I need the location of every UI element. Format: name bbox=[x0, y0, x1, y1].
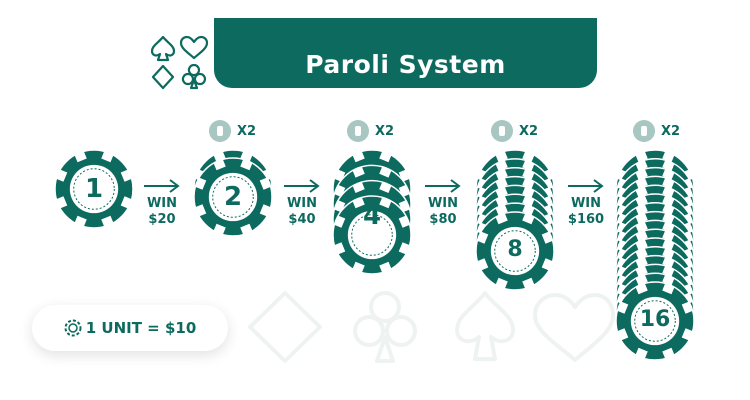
multiplier-badge: X2 bbox=[633, 120, 680, 142]
page-title: Paroli System bbox=[305, 50, 506, 79]
chip-value: 16 bbox=[639, 307, 671, 332]
coin-icon bbox=[491, 120, 513, 142]
win-label: WIN bbox=[286, 196, 318, 211]
chip-stack: 4 bbox=[332, 149, 412, 275]
win-amount: $160 bbox=[567, 212, 605, 227]
arrow-right-icon bbox=[425, 179, 461, 193]
chip-face bbox=[475, 211, 555, 291]
multiplier-label: X2 bbox=[237, 123, 257, 139]
multiplier-badge: X2 bbox=[209, 120, 256, 142]
unit-value-badge: 1 UNIT = $10 bbox=[32, 305, 228, 351]
spade-icon bbox=[455, 291, 515, 361]
chip-stack: 8 bbox=[475, 149, 555, 291]
title-banner: Paroli System bbox=[214, 18, 597, 88]
win-amount: $40 bbox=[288, 212, 316, 227]
win-label: WIN bbox=[146, 196, 178, 211]
win-step: WIN $80 bbox=[418, 178, 468, 228]
chip-stack: 2 bbox=[193, 149, 273, 237]
multiplier-badge: X2 bbox=[491, 120, 538, 142]
win-label: WIN bbox=[427, 196, 459, 211]
coin-icon bbox=[209, 120, 231, 142]
multiplier-badge: X2 bbox=[347, 120, 394, 142]
chip-face bbox=[193, 157, 273, 237]
win-label: WIN bbox=[570, 196, 602, 211]
chip-value: 1 bbox=[84, 174, 104, 204]
win-step: WIN $160 bbox=[558, 178, 614, 228]
chip-icon bbox=[64, 319, 82, 337]
chip-value: 2 bbox=[223, 182, 243, 212]
chip-stack: 16 bbox=[615, 149, 695, 361]
heart-icon bbox=[179, 35, 209, 60]
background-suit-watermarks bbox=[248, 291, 615, 363]
win-step: WIN $20 bbox=[137, 178, 187, 228]
coin-icon bbox=[347, 120, 369, 142]
arrow-right-icon bbox=[284, 179, 320, 193]
spade-icon bbox=[150, 35, 176, 62]
win-amount: $20 bbox=[148, 212, 176, 227]
arrow-right-icon bbox=[144, 179, 180, 193]
chip-value: 8 bbox=[507, 237, 523, 262]
arrow-right-icon bbox=[568, 179, 604, 193]
club-icon bbox=[181, 63, 207, 90]
suit-icons bbox=[150, 35, 209, 90]
multiplier-label: X2 bbox=[661, 123, 681, 139]
win-step: WIN $40 bbox=[277, 178, 327, 228]
chip-face bbox=[54, 149, 134, 229]
multiplier-label: X2 bbox=[519, 123, 539, 139]
chip-face bbox=[615, 281, 695, 361]
chip-stack: 1 bbox=[54, 149, 134, 229]
coin-icon bbox=[633, 120, 655, 142]
multiplier-label: X2 bbox=[375, 123, 395, 139]
diamond-icon bbox=[248, 291, 322, 363]
club-icon bbox=[353, 291, 417, 363]
chip-value: 4 bbox=[362, 201, 382, 231]
win-amount: $80 bbox=[429, 212, 457, 227]
chip-face bbox=[332, 195, 412, 275]
heart-icon bbox=[533, 293, 615, 362]
unit-text: 1 UNIT = $10 bbox=[85, 319, 197, 337]
diamond-icon bbox=[151, 64, 175, 90]
